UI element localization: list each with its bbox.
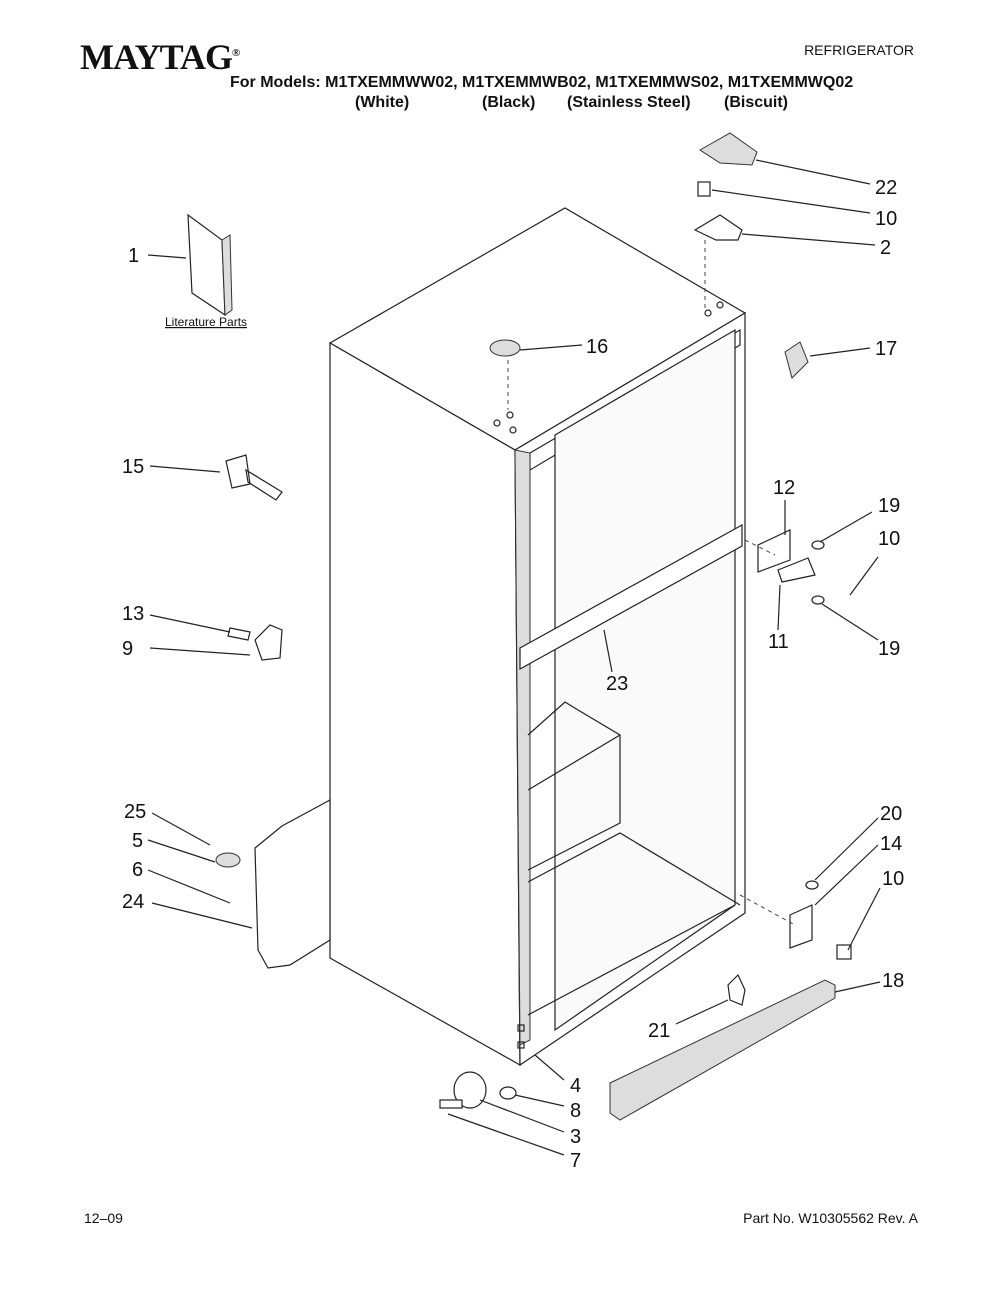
- cap-17: [784, 341, 809, 379]
- callout-11: 11: [768, 631, 789, 653]
- bolt-10-top: [697, 181, 711, 197]
- document-type: REFRIGERATOR: [804, 42, 914, 58]
- callout-10: 10: [878, 528, 900, 550]
- callout-2: 2: [880, 237, 891, 259]
- callout-22: 22: [875, 177, 897, 199]
- variant-white: (White): [355, 94, 410, 111]
- callout-3: 3: [570, 1126, 581, 1148]
- bottom-hinge-14: [789, 904, 813, 949]
- spring-13: [227, 627, 251, 641]
- washer-19-top: [811, 540, 825, 550]
- bracket-9: [254, 624, 283, 661]
- center-hinge-12: [757, 529, 791, 573]
- callout-7: 7: [570, 1150, 581, 1172]
- callout-20: 20: [880, 803, 902, 825]
- callout-12: 12: [773, 477, 795, 499]
- callout-1: 1: [128, 245, 139, 267]
- callout-23: 23: [606, 673, 628, 695]
- callout-4: 4: [570, 1075, 581, 1097]
- literature-parts-1: [187, 213, 226, 317]
- callout-18: 18: [882, 970, 904, 992]
- toe-grille-18: [609, 979, 836, 1121]
- washer-20: [805, 880, 819, 890]
- revision-date: 12–09: [84, 1210, 123, 1226]
- callout-6: 6: [132, 859, 143, 881]
- variant-biscuit: (Biscuit): [724, 94, 788, 111]
- callout-17: 17: [875, 338, 897, 360]
- variant-stainless: (Stainless Steel): [567, 94, 691, 111]
- roller-3: [453, 1071, 487, 1109]
- top-hinge-2: [693, 214, 743, 241]
- variant-black: (Black): [482, 94, 536, 111]
- callout-19: 19: [878, 495, 900, 517]
- callout-10: 10: [882, 868, 904, 890]
- screw-7: [439, 1099, 463, 1109]
- hinge-cover-22: [699, 132, 758, 166]
- callout-8: 8: [570, 1100, 581, 1122]
- callout-24: 24: [122, 891, 144, 913]
- bolt-10-bottom: [836, 944, 852, 960]
- callout-13: 13: [122, 603, 144, 625]
- callout-14: 14: [880, 833, 902, 855]
- washer-19-bottom: [811, 595, 825, 605]
- plug-16: [489, 339, 521, 357]
- crossbar-23: [519, 523, 743, 671]
- part-number: Part No. W10305562 Rev. A: [743, 1210, 918, 1226]
- clip-21: [727, 973, 746, 1006]
- callout-19: 19: [878, 638, 900, 660]
- mounting-screw-15: [225, 454, 283, 501]
- bracket-24: [254, 798, 331, 969]
- brand-logo: MAYTAG®: [80, 37, 240, 77]
- literature-parts-label[interactable]: Literature Parts: [165, 315, 247, 329]
- callout-10: 10: [875, 208, 897, 230]
- callout-15: 15: [122, 456, 144, 478]
- leader-lines: [147, 159, 881, 1156]
- callout-25: 25: [124, 801, 146, 823]
- center-hinge-11: [777, 557, 816, 583]
- screw-8: [499, 1086, 517, 1100]
- callout-9: 9: [122, 638, 133, 660]
- callout-16: 16: [586, 336, 608, 358]
- callout-21: 21: [648, 1020, 670, 1042]
- cabinet: [328, 207, 747, 1067]
- models-line: For Models: M1TXEMMWW02, M1TXEMMWB02, M1…: [230, 74, 854, 91]
- callout-5: 5: [132, 830, 143, 852]
- part-5: [215, 852, 241, 868]
